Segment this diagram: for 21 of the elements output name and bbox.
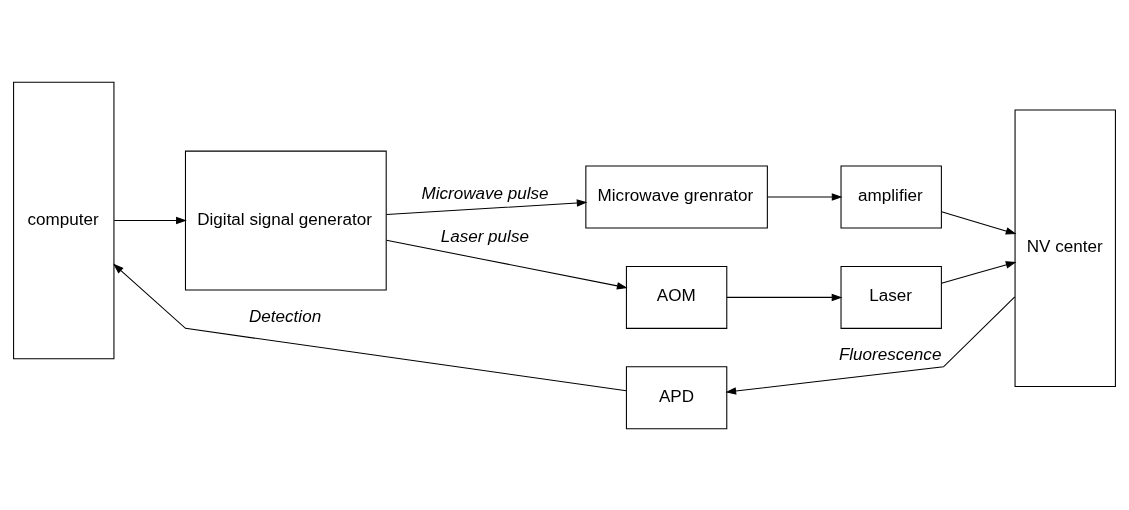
- edge-label: Laser pulse: [440, 226, 529, 246]
- node-box: Microwave grenrator: [585, 165, 768, 229]
- edge-label: Microwave pulse: [421, 183, 549, 203]
- arrow: [726, 293, 843, 301]
- node-box: Digital signal generator: [184, 150, 387, 290]
- edge-label: Detection: [249, 306, 322, 326]
- arrow: [725, 295, 1016, 395]
- node-box: AOM: [625, 265, 728, 329]
- node-box: amplifier: [840, 165, 942, 229]
- arrow: [766, 192, 843, 201]
- arrow: [385, 239, 628, 290]
- arrow: [941, 260, 1017, 284]
- edge-label: Fluorescence: [838, 344, 942, 364]
- arrow: [941, 210, 1017, 235]
- node-box: APD: [625, 365, 728, 429]
- node-box: Laser: [840, 265, 942, 329]
- arrow: [113, 263, 627, 391]
- node-box: computer: [13, 81, 115, 359]
- arrow: [385, 198, 588, 215]
- arrow: [113, 216, 187, 224]
- node-box: NV center: [1014, 109, 1116, 387]
